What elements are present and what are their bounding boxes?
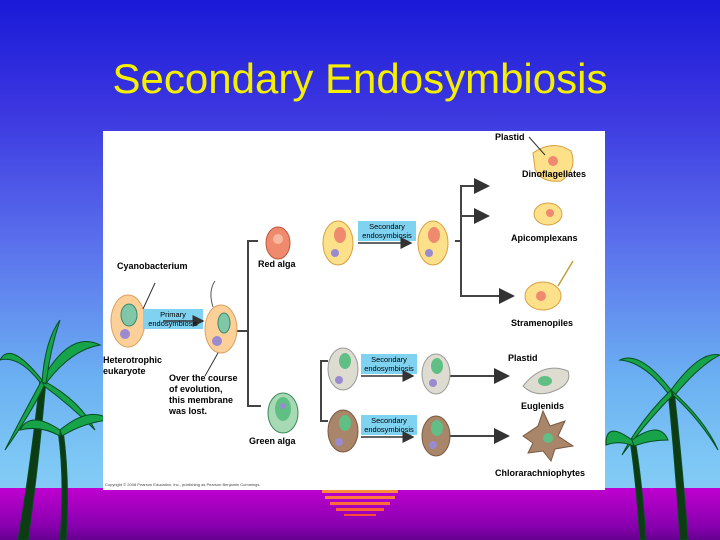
host-cell-green-3 [327, 409, 359, 453]
secondary-label-2b: endosymbiosis [364, 364, 414, 373]
plastid-label-top: Plastid [495, 132, 525, 142]
chlorarachniophyte-cell [522, 409, 575, 463]
dinoflagellate-cell [532, 145, 574, 182]
cyanobacterium-label: Cyanobacterium [117, 261, 188, 271]
secondary-endosymbiosis-box-2 [361, 354, 417, 374]
green-alga-label: Green alga [249, 436, 297, 446]
course-label-3: this membrane [169, 395, 233, 405]
plastid-label-bottom: Plastid [508, 353, 538, 363]
secondary-label-3a: Secondary [371, 416, 407, 425]
apicomplexans-label: Apicomplexans [511, 233, 578, 243]
course-label-1: Over the course [169, 373, 238, 383]
primary-endosymbiosis-box [143, 309, 203, 329]
palm-tree-left-icon [0, 319, 112, 540]
secondary-label-2a: Secondary [371, 355, 407, 364]
chlorarachniophytes-label: Chlorarachniophytes [495, 468, 585, 478]
secondary-label-3b: endosymbiosis [364, 425, 414, 434]
primary-label-1: Primary [160, 310, 186, 319]
host-cell-red-2 [417, 220, 449, 266]
green-alga-cell [267, 392, 299, 434]
secondary-endosymbiosis-box-3 [361, 415, 417, 435]
secondary-endosymbiosis-box-1 [358, 221, 416, 241]
sunset-icon [322, 490, 398, 516]
dinoflagellates-label: Dinoflagellates [522, 169, 586, 179]
stramenopiles-label: Stramenopiles [511, 318, 573, 328]
heterotrophic-eukaryote-cell [204, 280, 238, 354]
euglenids-label: Euglenids [521, 401, 564, 411]
primary-label-2: endosymbiosis [148, 319, 198, 328]
diagram-figure: Primary endosymbiosis Cyanobacterium Het… [103, 131, 605, 490]
heterotrophic-label-2: eukaryote [103, 366, 146, 376]
red-alga-cell [265, 226, 291, 260]
cyanobacterium-cell [110, 294, 146, 348]
host-cell-red-1 [322, 220, 354, 266]
secondary-label-1b: endosymbiosis [362, 231, 412, 240]
host-cell-green-4 [421, 415, 451, 457]
course-label-2: of evolution, [169, 384, 223, 394]
host-cell-green-1 [327, 347, 359, 391]
branch-lines [235, 178, 515, 444]
heterotrophic-label-1: Heterotrophic [103, 355, 162, 365]
stramenopile-cell [524, 260, 574, 311]
copyright-notice: Copyright © 2008 Pearson Education, Inc.… [105, 482, 260, 487]
course-label-4: was lost. [168, 406, 207, 416]
palm-tree-right-icon [605, 353, 720, 540]
secondary-label-1a: Secondary [369, 222, 405, 231]
host-cell-green-2 [421, 353, 451, 395]
red-alga-label: Red alga [258, 259, 297, 269]
apicomplexan-cell [533, 202, 563, 226]
endosymbiosis-diagram: Primary endosymbiosis Cyanobacterium Het… [103, 132, 586, 487]
euglenid-cell [522, 367, 570, 395]
slide-title: Secondary Endosymbiosis [112, 55, 608, 102]
